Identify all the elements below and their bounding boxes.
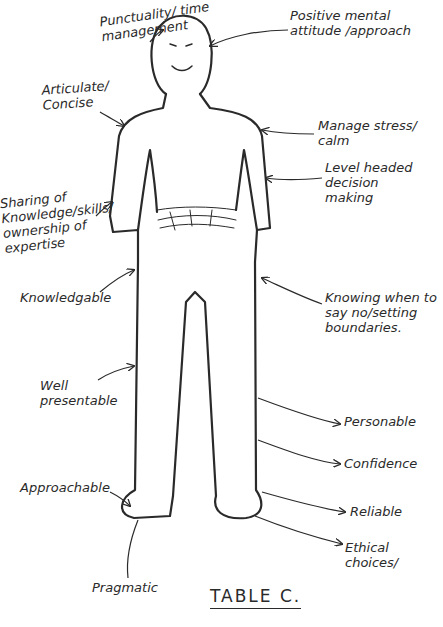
- leader-arrow: [255, 516, 342, 544]
- mouth: [172, 66, 192, 71]
- annotation-label: Ethical choices/: [345, 540, 440, 570]
- annotation-label: Approachable: [20, 480, 120, 495]
- annotation-label: Pragmatic: [92, 580, 192, 595]
- leader-arrow: [100, 270, 134, 292]
- eye: [170, 44, 192, 46]
- annotation-label: Knowledgable: [20, 290, 130, 305]
- leader-arrow: [210, 30, 288, 46]
- annotation-label: Sharing of Knowledge/skills/ ownership o…: [0, 184, 123, 256]
- belt-line: [157, 207, 236, 230]
- arm-inner-left: [138, 150, 157, 230]
- leader-arrow: [98, 366, 134, 380]
- leader-arrow: [258, 398, 340, 424]
- annotation-label: Reliable: [350, 504, 440, 519]
- leader-arrow: [110, 492, 130, 506]
- leader-line: [127, 520, 138, 578]
- annotation-label: Knowing when to say no/setting boundarie…: [325, 290, 440, 335]
- annotation-label: Positive mental attitude /approach: [290, 8, 440, 38]
- table-caption: TABLE C.: [210, 586, 301, 609]
- annotation-label: Well presentable: [40, 378, 112, 408]
- annotation-label: Manage stress/ calm: [318, 118, 440, 148]
- leader-arrow: [258, 440, 340, 464]
- annotation-label: Level headed decision making: [325, 160, 425, 205]
- annotation-label: Articulate/ Concise: [41, 77, 121, 112]
- leader-arrow: [100, 112, 124, 126]
- leader-arrow: [262, 492, 345, 512]
- annotation-label: Confidence: [344, 456, 440, 471]
- annotation-label: Punctuality/ time management: [98, 0, 221, 44]
- body-outline: [110, 94, 270, 518]
- leader-arrow: [266, 178, 322, 180]
- leader-arrow: [262, 278, 322, 304]
- leader-arrow: [262, 130, 314, 134]
- arm-inner-right: [236, 150, 257, 230]
- annotation-label: Personable: [344, 414, 440, 429]
